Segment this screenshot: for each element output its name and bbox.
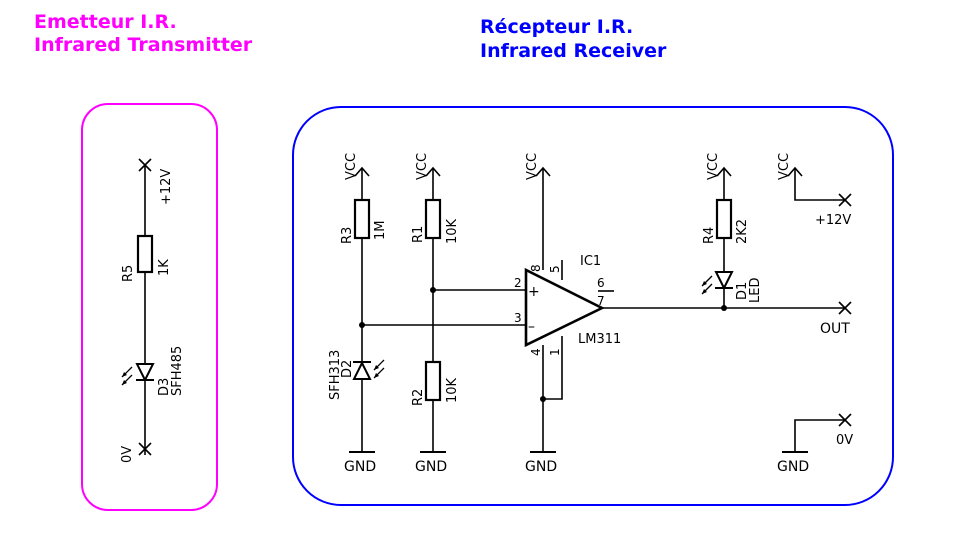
transmitter-title-fr: Emetteur I.R. <box>34 11 177 33</box>
vcc-label: VCC <box>777 153 792 180</box>
supply-12v-label: +12V <box>815 213 851 228</box>
d2-part: SFH313 <box>328 350 343 400</box>
r5-value: 1K <box>157 259 172 276</box>
pin-6: 6 <box>597 276 605 290</box>
receiver-title-en: Infrared Receiver <box>480 40 667 62</box>
r2-ref: R2 <box>411 389 426 406</box>
d2-ref: D2 <box>340 360 355 378</box>
junction-dot <box>430 287 436 293</box>
gnd-label: GND <box>344 459 376 475</box>
transmitter-circuit <box>121 158 155 456</box>
x-terminal-icon <box>138 442 152 456</box>
junction-dot <box>359 322 365 328</box>
transmitter-border <box>81 103 218 511</box>
pin-2: 2 <box>514 276 522 290</box>
x-terminal-icon <box>838 301 852 315</box>
pin-5: 5 <box>548 265 562 273</box>
resistor-r2 <box>424 360 442 402</box>
junction-dot <box>540 396 546 402</box>
resistor-r1 <box>424 198 442 240</box>
d3-part: SFH485 <box>170 346 185 396</box>
vcc-label: VCC <box>344 153 359 180</box>
gnd-label: GND <box>415 459 447 475</box>
resistor-r3 <box>353 198 371 240</box>
gnd-label: GND <box>525 459 557 475</box>
transmitter-ground-label: 0V <box>120 446 135 463</box>
transmitter-supply-label: +12V <box>159 169 174 205</box>
vcc-arrow-icon <box>354 166 370 200</box>
r5-ref: R5 <box>121 265 136 282</box>
pin-7: 7 <box>597 294 605 308</box>
ic1-part: LM311 <box>578 332 621 347</box>
comparator-ic1 <box>524 267 605 348</box>
receiver-circuit <box>348 166 852 453</box>
pin-8: 8 <box>529 264 543 272</box>
d1-ref: D1 <box>735 282 750 300</box>
ic1-ref: IC1 <box>580 254 601 269</box>
r3-ref: R3 <box>340 227 355 244</box>
transmitter-title-en: Infrared Transmitter <box>34 34 253 56</box>
led-d1-icon <box>701 271 734 295</box>
vcc-arrow-icon <box>787 166 852 207</box>
receiver-title-fr: Récepteur I.R. <box>480 16 634 38</box>
zero-volt-terminal-icon <box>794 413 852 452</box>
pin-4: 4 <box>529 348 543 356</box>
receiver-border <box>292 106 894 506</box>
pin-3: 3 <box>514 311 522 325</box>
resistor-r5 <box>136 234 154 274</box>
minus-sign: – <box>528 319 535 335</box>
r1-value: 10K <box>445 218 460 244</box>
d3-ref: D3 <box>157 378 172 396</box>
plus-sign: + <box>528 284 540 300</box>
vcc-arrow-icon <box>425 166 441 200</box>
pin-1: 1 <box>548 348 562 356</box>
r4-value: 2K2 <box>735 219 750 244</box>
r4-ref: R4 <box>702 227 717 244</box>
r1-ref: R1 <box>411 226 426 243</box>
vcc-arrow-icon <box>535 166 551 270</box>
r3-value: 1M <box>373 221 388 241</box>
x-terminal-icon <box>138 158 152 172</box>
zero-volt-label: 0V <box>836 433 853 448</box>
vcc-label: VCC <box>706 153 721 180</box>
led-d3-icon <box>121 363 155 386</box>
resistor-r4 <box>715 198 733 240</box>
d1-part: LED <box>748 278 763 303</box>
vcc-arrow-icon <box>716 166 732 200</box>
photodiode-d2-icon <box>352 359 385 380</box>
r2-value: 10K <box>445 377 460 403</box>
vcc-label: VCC <box>525 153 540 180</box>
vcc-label: VCC <box>415 153 430 180</box>
out-label: OUT <box>820 321 850 337</box>
gnd-label: GND <box>777 459 809 475</box>
